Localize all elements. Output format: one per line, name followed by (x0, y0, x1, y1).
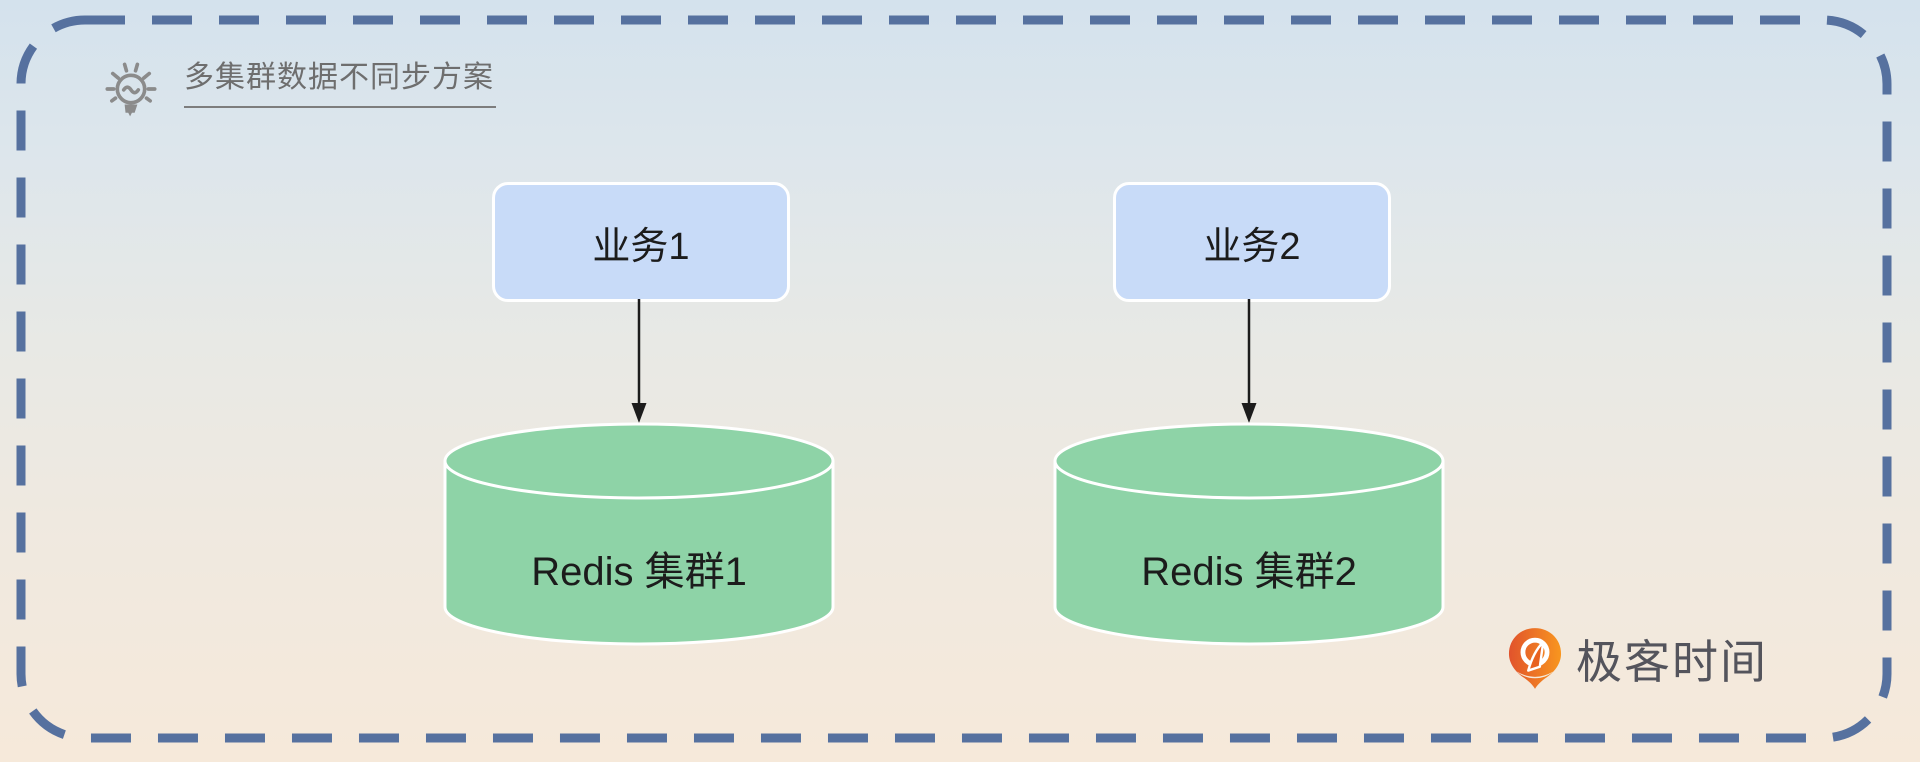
node-redis1: Redis 集群1 (443, 421, 835, 647)
node-redis2: Redis 集群2 (1053, 421, 1445, 647)
arrowhead-icon (631, 403, 647, 423)
arrowhead-icon (1241, 403, 1257, 423)
cylinder-shape (1053, 422, 1445, 646)
geektime-logo-text: 极客时间 (1576, 636, 1768, 688)
cylinder-shape (443, 422, 835, 646)
node-redis2-label: Redis 集群2 (1141, 550, 1357, 594)
node-redis1-label: Redis 集群1 (531, 550, 747, 594)
geektime-brand: 极客时间 (1508, 626, 1768, 692)
node-biz1-label: 业务1 (592, 225, 690, 268)
node-biz2-label: 业务2 (1203, 225, 1301, 268)
diagram-title-text: 多集群数据不同步方案 (184, 50, 496, 108)
node-biz2: 业务2 (1113, 182, 1391, 302)
node-biz1: 业务1 (492, 182, 790, 302)
diagram-title: 多集群数据不同步方案 (100, 50, 496, 124)
geektime-logo-icon (1508, 628, 1562, 689)
lightbulb-icon (105, 62, 157, 117)
